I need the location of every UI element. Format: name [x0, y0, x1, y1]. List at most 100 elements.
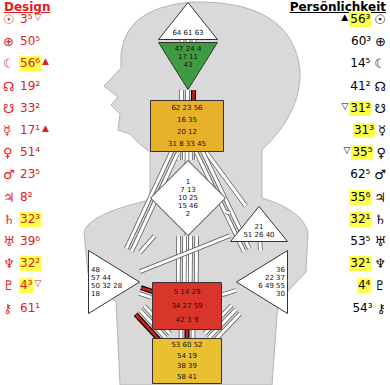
channel-outline — [140, 236, 230, 272]
planet-symbol: ♄ — [3, 212, 15, 227]
gate-line-number: 4³ — [19, 278, 33, 293]
planet-symbol: ☉ — [374, 12, 386, 27]
gate-number: 42 3 9 — [176, 316, 198, 324]
gate-line-number: 61¹ — [19, 301, 41, 316]
channel-fill — [183, 236, 186, 282]
channel-outline — [226, 212, 230, 213]
planet-symbol: ♇ — [374, 278, 386, 293]
channel — [196, 236, 197, 282]
center-shape — [231, 207, 288, 242]
gate-number: 30 — [276, 290, 285, 298]
channel-fill — [180, 90, 183, 100]
energy-center: 53 60 5254 1938 3958 41 — [152, 338, 222, 384]
gate-line-number: 4⁴ — [357, 278, 371, 293]
column-heading: Persönlichkeit — [290, 0, 386, 15]
channel-outline — [185, 90, 190, 100]
channel — [194, 40, 195, 42]
planet-symbol: ♀ — [3, 145, 13, 160]
center-shape — [153, 283, 222, 330]
channel-outline — [222, 290, 236, 294]
gate-line-number: 33² — [19, 101, 41, 116]
gate-number: 20 12 — [177, 128, 197, 136]
gate-number: 15 46 — [178, 202, 198, 210]
gate-list: 2151 26 40 — [230, 206, 288, 242]
gate-number: 36 — [276, 266, 285, 274]
gate-line-number: 32¹ — [349, 256, 371, 271]
center-shape — [237, 251, 288, 314]
gate-number: 64 61 63 — [172, 29, 203, 37]
channel-fill — [140, 236, 230, 272]
gate-line-number: 23⁵ — [19, 167, 41, 182]
gate-line-number: 19² — [19, 79, 41, 94]
planet-symbol: ♃ — [3, 190, 15, 205]
planet-symbol: ☊ — [374, 79, 386, 94]
channel — [140, 236, 155, 252]
channel-outline — [179, 90, 184, 100]
energy-center: 17 1310 2515 462 — [150, 160, 226, 236]
gate-number: 17 11 — [178, 53, 198, 61]
channel-outline — [186, 40, 191, 42]
gate-line-number: 56³ — [349, 12, 371, 27]
energy-center: 47 24 417 1143 — [158, 42, 218, 90]
gate-number: 62 23 56 — [171, 104, 202, 112]
gate-line-number: 60³ — [350, 34, 372, 49]
channel — [226, 212, 230, 213]
gate-number: 47 24 4 — [175, 45, 202, 53]
gate-number: 18 — [91, 290, 100, 298]
channel-fill — [222, 290, 236, 294]
planet-symbol: ☾ — [374, 56, 386, 71]
gate-line-number: 54³ — [351, 301, 373, 316]
channel-outline — [188, 236, 193, 282]
energy-center: 3622 376 49 5530 — [236, 250, 288, 314]
gate-number: 58 41 — [177, 373, 197, 381]
channel — [140, 236, 230, 272]
channel — [181, 330, 182, 338]
gate-line-number: 14⁵ — [349, 56, 371, 71]
planet-symbol: ☿ — [378, 123, 386, 138]
channel-fill — [141, 288, 153, 292]
gate-line-number: 53⁵ — [349, 234, 371, 249]
planet-symbol: ♃ — [374, 190, 386, 205]
channel — [259, 242, 260, 250]
channel — [190, 236, 191, 282]
channel-fill — [140, 236, 155, 252]
energy-center: 5 14 2934 27 5942 3 9 — [152, 282, 222, 330]
channel — [187, 90, 188, 100]
channel-outline — [191, 330, 196, 338]
planet-symbol: ☾ — [3, 56, 15, 71]
gate-number: 5 14 29 — [174, 288, 201, 296]
planet-symbol: ♅ — [374, 234, 386, 249]
gate-number: 51 26 40 — [243, 231, 274, 239]
planet-symbol: ⚷ — [3, 301, 13, 316]
gate-line-number: 32³ — [19, 212, 41, 227]
energy-center: 4857 4450 32 2818 — [88, 250, 140, 314]
direction-arrow: ▽ — [34, 10, 41, 25]
gate-line-number: 50⁵ — [19, 34, 41, 49]
planet-symbol: ♆ — [3, 256, 15, 271]
gate-line-number: 31³ — [353, 123, 375, 138]
gate-list: 4857 4450 32 2818 — [88, 250, 140, 314]
direction-arrow: ▲ — [42, 121, 49, 136]
center-shape — [151, 101, 224, 152]
channel-fill — [181, 40, 184, 42]
center-shape — [153, 339, 222, 384]
planet-symbol: ⚷ — [376, 301, 386, 316]
channel-fill — [186, 330, 189, 338]
center-shape — [159, 3, 218, 40]
gate-line-number: 32² — [19, 256, 41, 271]
gate-list: 64 61 63 — [158, 2, 218, 40]
channel-outline — [179, 330, 184, 338]
channel — [139, 293, 151, 297]
gate-number: 31 8 33 45 — [168, 140, 206, 148]
channel — [141, 288, 153, 292]
channel-fill — [139, 293, 151, 297]
planet-symbol: ☋ — [374, 101, 386, 116]
gate-line-number: 8² — [19, 190, 33, 205]
channel-fill — [192, 330, 195, 338]
center-shape — [159, 43, 218, 90]
gate-list: 3622 376 49 5530 — [236, 250, 288, 314]
planet-symbol: ☿ — [3, 123, 11, 138]
channel-outline — [182, 236, 187, 282]
channel — [178, 236, 179, 282]
